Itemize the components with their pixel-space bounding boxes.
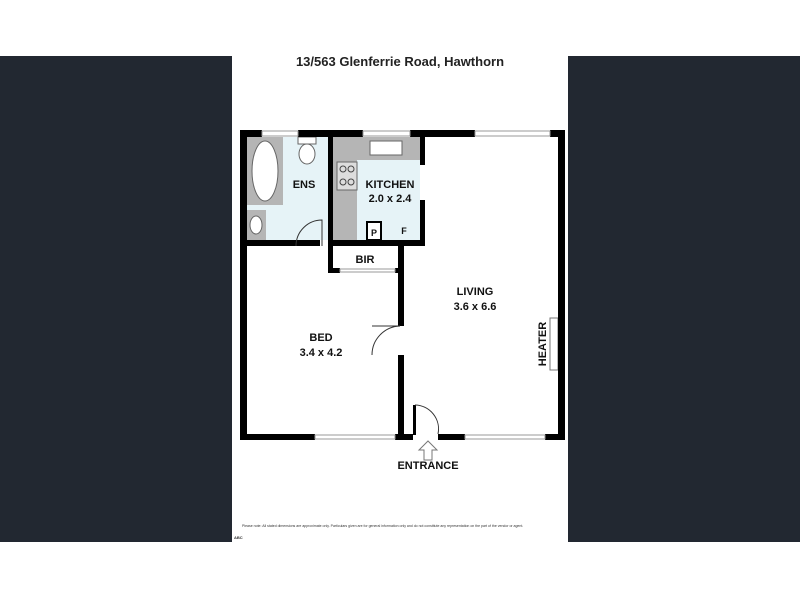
bed-label: BED (309, 332, 332, 344)
ens-label: ENS (293, 179, 316, 191)
entrance-door (414, 404, 439, 435)
living-label: LIVING (457, 286, 494, 298)
right-backdrop (568, 56, 800, 542)
heater-label: HEATER (537, 322, 549, 366)
kitchen-label: KITCHEN (366, 179, 415, 191)
left-backdrop (0, 56, 232, 542)
heater (549, 317, 559, 371)
entrance-arrow-icon (417, 440, 439, 461)
toilet-cistern (297, 136, 317, 145)
bedroom-door (371, 325, 401, 356)
bed-dimensions: 3.4 x 4.2 (300, 347, 343, 359)
cooktop-icon (336, 161, 358, 191)
ensuite-door (295, 219, 323, 247)
burner-icon (339, 165, 347, 173)
walls (240, 130, 565, 440)
bath-tub-icon (251, 140, 279, 202)
sink-icon (369, 140, 403, 156)
kitchen-dimensions: 2.0 x 2.4 (369, 193, 413, 205)
burner-icon (347, 178, 355, 186)
burner-icon (339, 178, 347, 186)
burner-icon (347, 165, 355, 173)
property-title: 13/563 Glenferrie Road, Hawthorn (295, 54, 505, 69)
living-dimensions: 3.6 x 6.6 (454, 301, 497, 313)
basin-icon (249, 215, 263, 235)
fridge-label: F (401, 226, 407, 236)
logo: ABC (234, 535, 243, 540)
pantry-label: P (371, 228, 377, 238)
entrance-label: ENTRANCE (397, 460, 458, 472)
toilet-icon (298, 143, 316, 165)
windows (261, 130, 551, 440)
disclaimer: Please note: All stated dimensions are a… (242, 524, 524, 528)
bir-label: BIR (356, 254, 375, 266)
